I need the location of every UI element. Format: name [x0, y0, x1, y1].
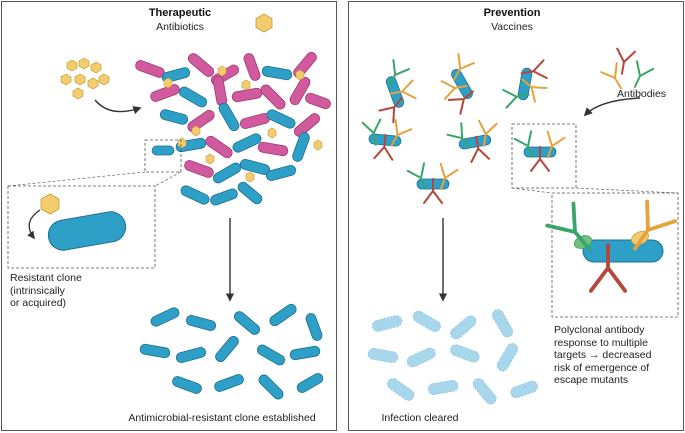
antibody-icon — [600, 47, 655, 94]
bacterium-icon — [151, 145, 175, 156]
resistant-clone-caption: Resistant clone (intrinsically or acquir… — [10, 272, 82, 309]
antibodies-label: Antibodies — [617, 88, 667, 100]
polyclonal-caption: Polyclonal antibody response to multiple… — [554, 324, 652, 386]
antibiotic-hexagon-icon — [40, 193, 60, 215]
bacterium-icon — [47, 211, 127, 251]
bacteria-colony — [135, 51, 331, 206]
antibody-coated-bacteria — [361, 52, 566, 204]
resistant-population — [139, 303, 324, 400]
bacterium-icon — [582, 239, 664, 263]
antibiotic-cluster — [60, 57, 110, 100]
left-result-caption: Antimicrobial-resistant clone establishe… — [128, 412, 316, 424]
left-panel-frame — [1, 1, 337, 431]
right-result-caption: Infection cleared — [381, 412, 459, 424]
resistant-clone-inset — [7, 185, 156, 269]
zoom-region — [511, 123, 577, 189]
left-panel-title: Therapeutic — [148, 7, 212, 19]
arrow-icon — [27, 209, 41, 240]
antibiotic-particles — [163, 65, 323, 183]
left-panel-subtitle: Antibiotics — [156, 21, 204, 33]
cleared-population — [367, 309, 539, 405]
arrow-icon — [94, 99, 142, 115]
right-panel-subtitle: Vaccines — [491, 21, 533, 33]
right-panel-frame — [348, 1, 684, 431]
zoom-region — [144, 139, 182, 173]
antibiotic-hexagon-icon — [255, 13, 273, 33]
right-panel-title: Prevention — [483, 7, 541, 19]
arrow-icon — [583, 97, 641, 117]
polyclonal-inset — [551, 192, 679, 318]
